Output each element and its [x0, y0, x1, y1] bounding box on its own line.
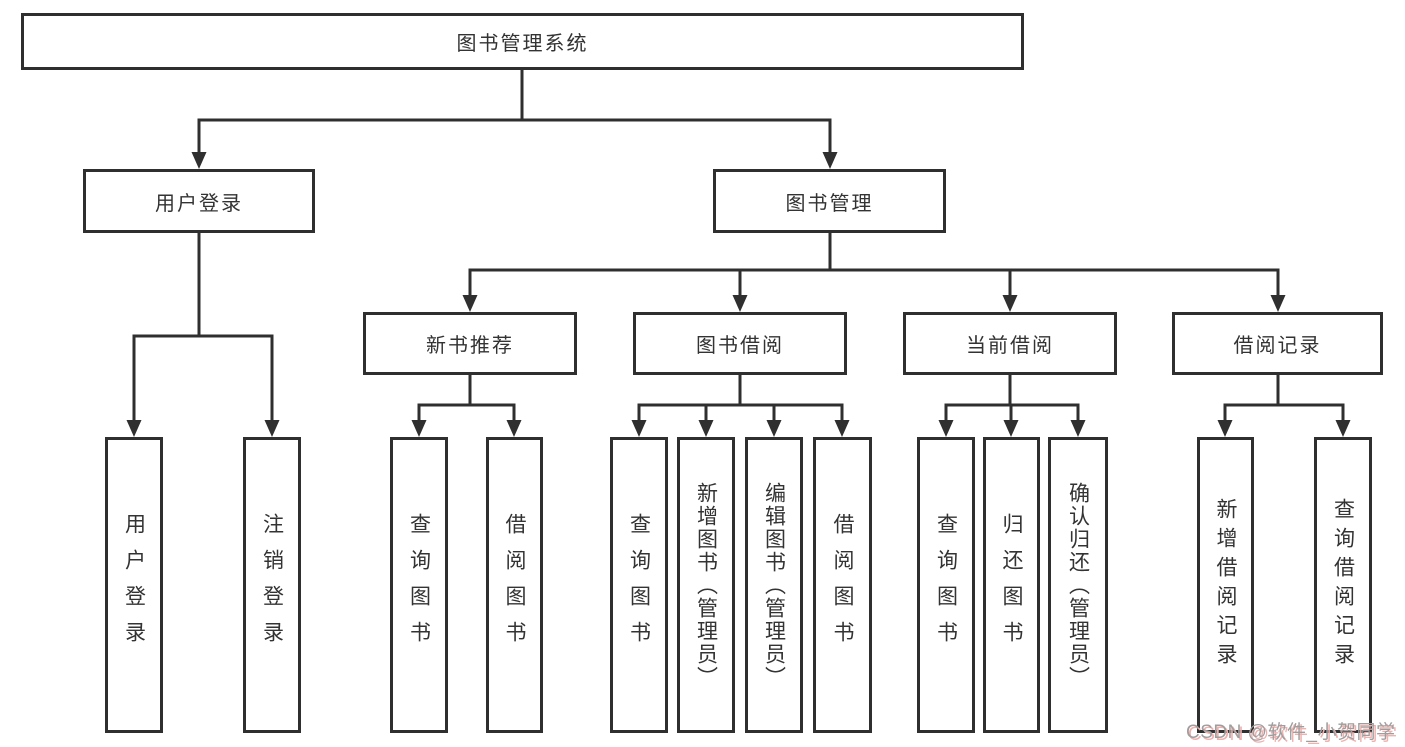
leaf-newbooks-borrow-books: 借阅图书 [486, 437, 543, 733]
leaf-borrowing-borrow-books-label: 借阅图书 [831, 513, 854, 657]
node-new-book-recommendation-label: 新书推荐 [426, 335, 514, 357]
node-current-borrowing: 当前借阅 [903, 312, 1117, 375]
leaf-current-query-books: 查询图书 [917, 437, 975, 733]
leaf-borrowing-add-books-admin: 新增图书（管理员） [677, 437, 735, 733]
leaf-records-add-borrow-record-label: 新增借阅记录 [1214, 498, 1237, 672]
leaf-borrowing-edit-books-admin: 编辑图书（管理员） [745, 437, 803, 733]
leaf-borrowing-query-books-label: 查询图书 [627, 513, 651, 657]
leaf-current-return-books-label: 归还图书 [1000, 513, 1023, 657]
leaf-current-confirm-return-admin: 确认归还（管理员） [1048, 437, 1108, 733]
node-borrowing-records: 借阅记录 [1172, 312, 1383, 375]
leaf-logout-login: 注销登录 [243, 437, 301, 733]
leaf-borrowing-borrow-books: 借阅图书 [813, 437, 872, 733]
node-borrowing-records-label: 借阅记录 [1233, 335, 1322, 357]
node-library-management-system: 图书管理系统 [21, 13, 1024, 70]
leaf-current-query-books-label: 查询图书 [934, 513, 958, 657]
node-user-login: 用户登录 [83, 169, 315, 233]
leaf-logout-login-label: 注销登录 [260, 513, 284, 657]
node-new-book-recommendation: 新书推荐 [363, 312, 577, 375]
leaf-user-login-label: 用户登录 [122, 513, 146, 657]
node-book-management: 图书管理 [713, 169, 946, 233]
leaf-current-confirm-return-admin-label: 确认归还（管理员） [1066, 481, 1090, 689]
node-book-borrowing: 图书借阅 [633, 312, 847, 375]
node-current-borrowing-label: 当前借阅 [966, 335, 1054, 357]
leaf-newbooks-query-books-label: 查询图书 [407, 513, 431, 657]
leaf-borrowing-query-books: 查询图书 [610, 437, 668, 733]
leaf-user-login: 用户登录 [105, 437, 163, 733]
node-library-management-system-label: 图书管理系统 [456, 33, 589, 55]
leaf-records-query-borrow-record: 查询借阅记录 [1314, 437, 1372, 733]
node-book-borrowing-label: 图书借阅 [696, 335, 784, 357]
watermark: CSDN @软件_小贺同学 [1186, 722, 1396, 743]
leaf-newbooks-borrow-books-label: 借阅图书 [503, 513, 526, 657]
leaf-borrowing-edit-books-admin-label: 编辑图书（管理员） [762, 481, 786, 689]
node-book-management-label: 图书管理 [785, 192, 874, 215]
leaf-records-add-borrow-record: 新增借阅记录 [1197, 437, 1254, 733]
leaf-records-query-borrow-record-label: 查询借阅记录 [1331, 498, 1355, 672]
leaf-current-return-books: 归还图书 [983, 437, 1040, 733]
leaf-borrowing-add-books-admin-label: 新增图书（管理员） [694, 481, 718, 689]
leaf-newbooks-query-books: 查询图书 [390, 437, 448, 733]
node-user-login-label: 用户登录 [155, 192, 243, 215]
